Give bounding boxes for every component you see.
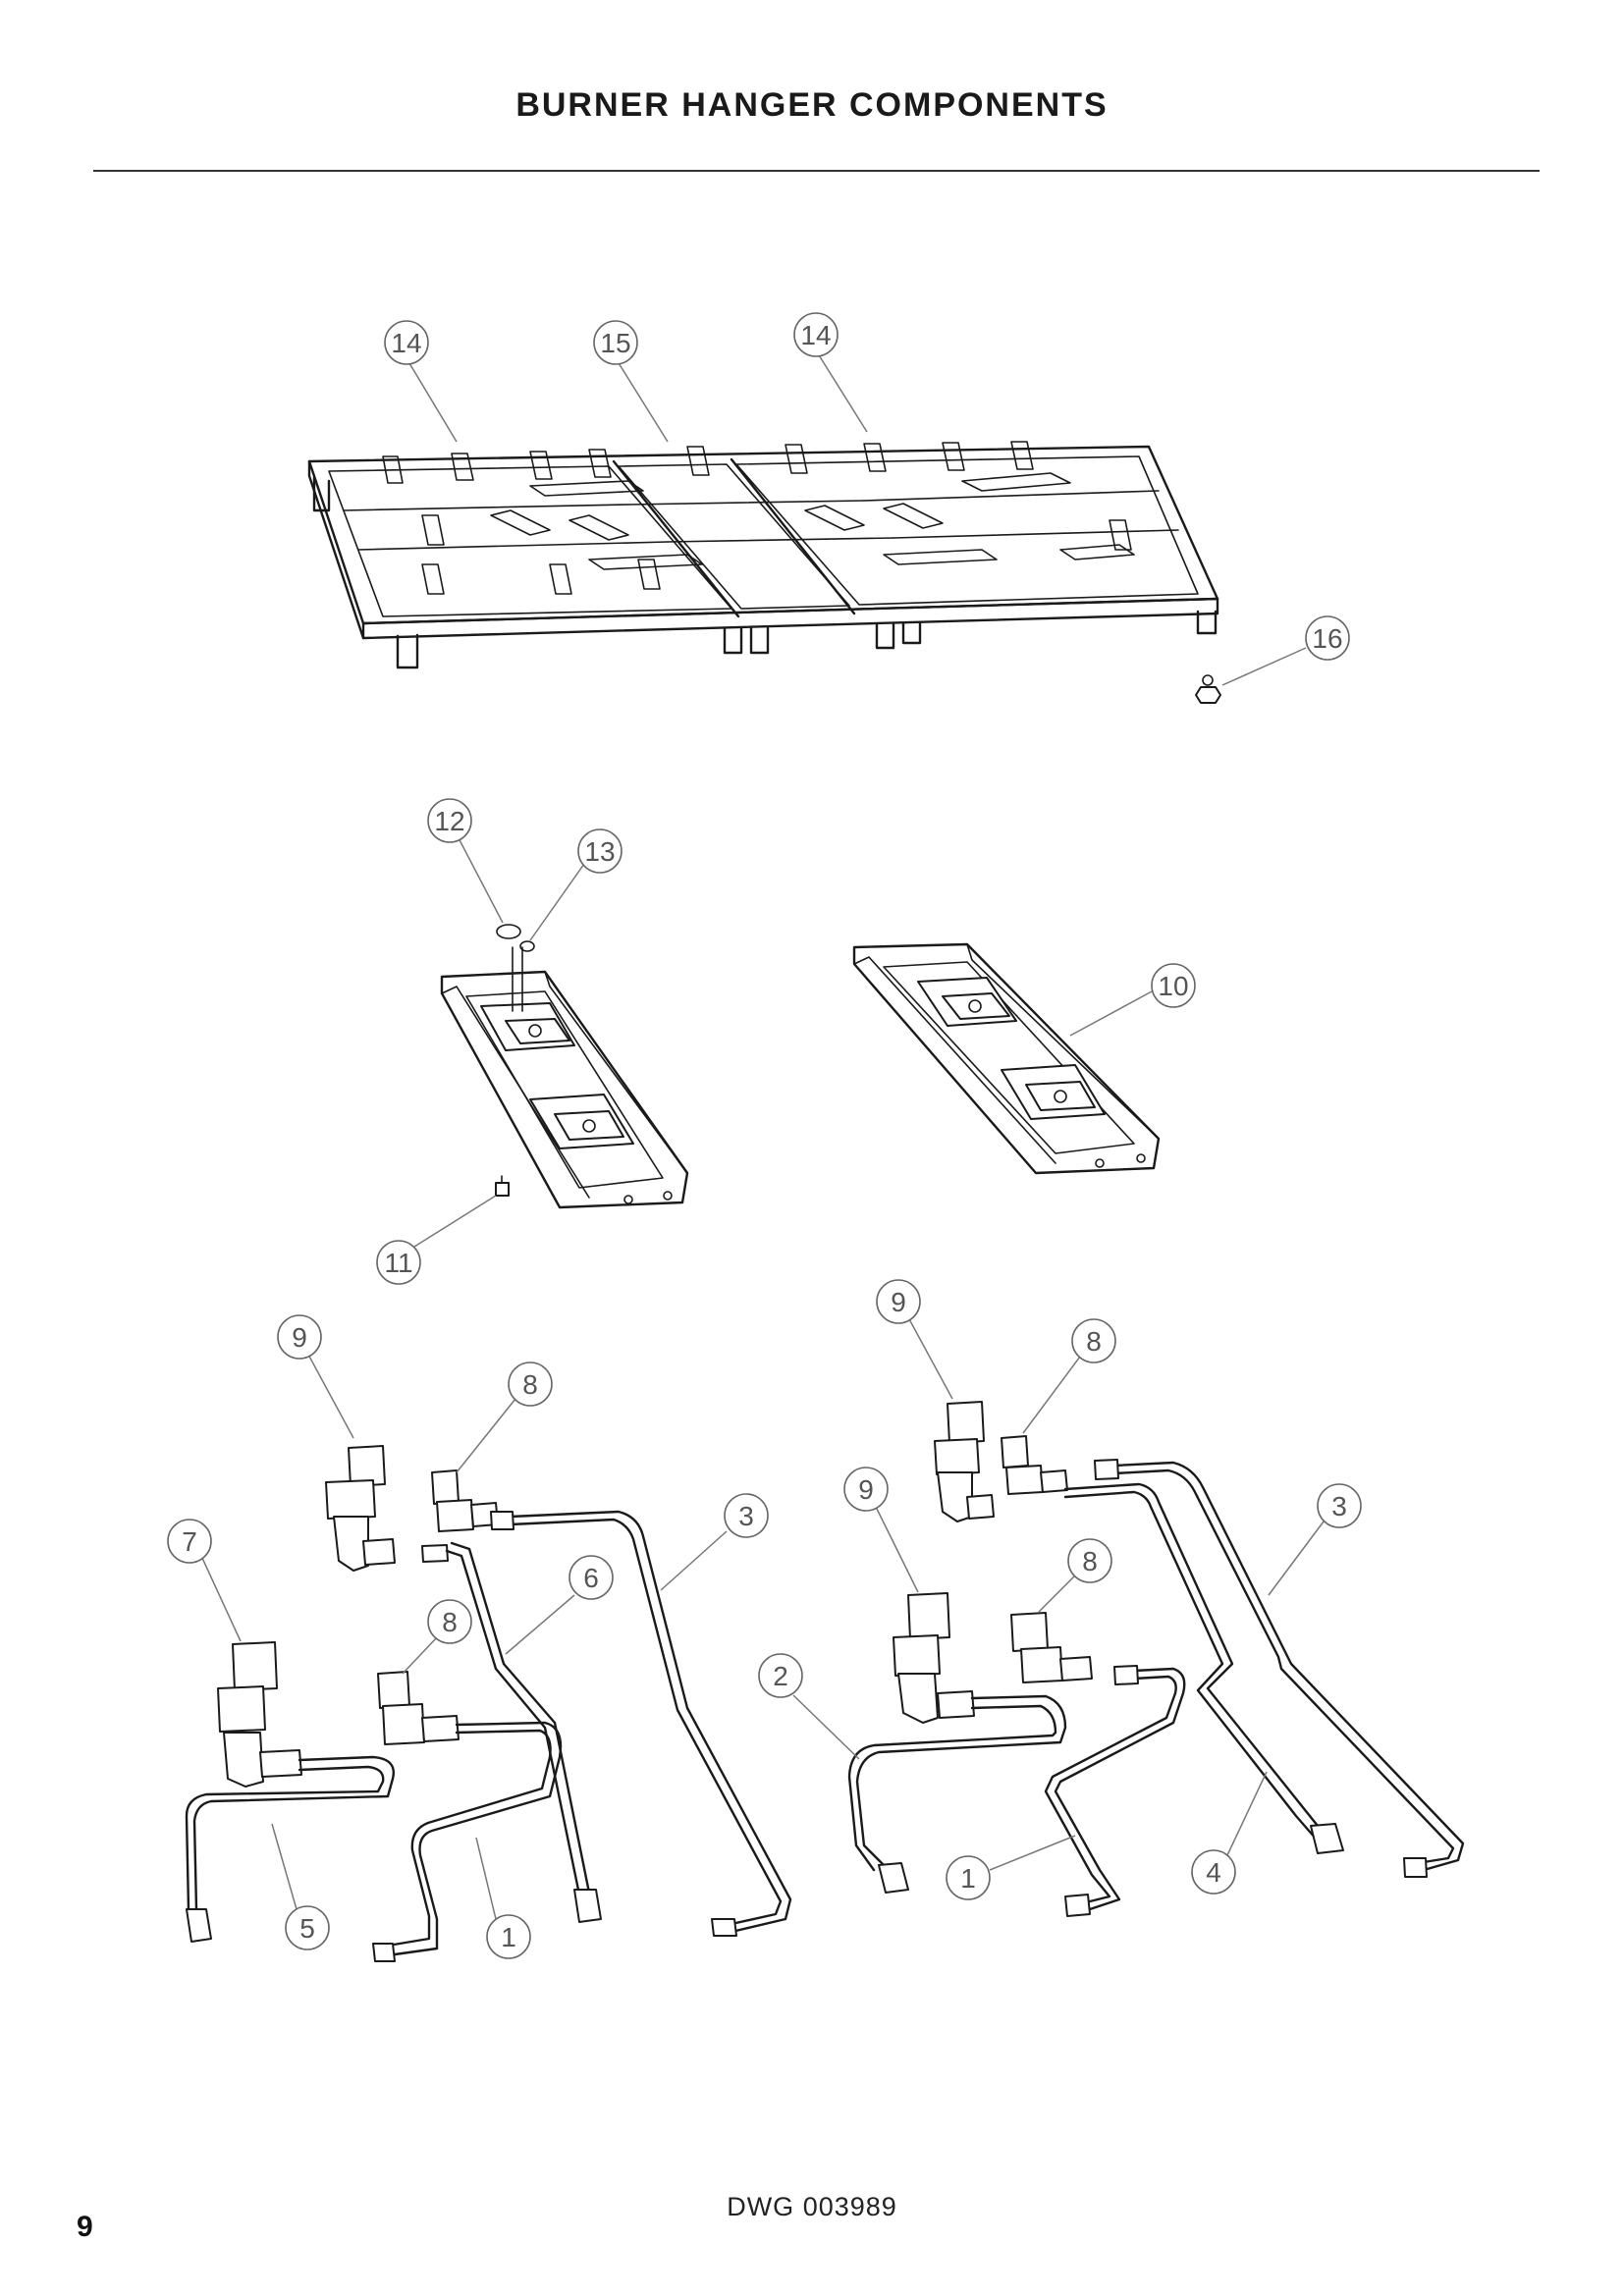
callout-15: 15 <box>593 320 669 443</box>
svg-text:16: 16 <box>1312 623 1342 654</box>
svg-text:9: 9 <box>891 1287 906 1317</box>
callout-2: 2 <box>758 1653 860 1760</box>
callouts: 14 15 14 16 12 13 10 <box>167 312 1362 1959</box>
svg-text:8: 8 <box>442 1607 458 1637</box>
svg-text:7: 7 <box>182 1526 197 1557</box>
callout-3-right: 3 <box>1268 1483 1362 1596</box>
callout-16: 16 <box>1221 615 1350 686</box>
callout-9-right-lower: 9 <box>843 1467 919 1593</box>
svg-text:9: 9 <box>292 1322 307 1353</box>
svg-text:5: 5 <box>299 1913 315 1944</box>
svg-text:3: 3 <box>738 1501 754 1531</box>
callout-3-left: 3 <box>660 1493 769 1591</box>
callout-7: 7 <box>167 1519 242 1642</box>
svg-text:6: 6 <box>583 1563 599 1593</box>
callout-1-left: 1 <box>475 1837 531 1959</box>
title-divider <box>93 170 1540 172</box>
callout-9-right-upper: 9 <box>876 1279 953 1400</box>
burner-hanger-left <box>440 924 689 1209</box>
svg-text:2: 2 <box>773 1661 788 1691</box>
svg-text:1: 1 <box>501 1922 516 1952</box>
callout-10: 10 <box>1069 963 1196 1037</box>
burner-hanger-right <box>852 942 1161 1175</box>
svg-text:8: 8 <box>522 1369 538 1400</box>
callout-4: 4 <box>1191 1771 1268 1895</box>
page-title: BURNER HANGER COMPONENTS <box>515 86 1109 124</box>
burner-grates <box>307 441 1219 669</box>
manifold-assembly-right <box>847 1401 1465 1917</box>
svg-text:13: 13 <box>584 836 615 867</box>
callout-6: 6 <box>505 1555 614 1655</box>
svg-text:10: 10 <box>1158 971 1188 1001</box>
svg-text:4: 4 <box>1206 1857 1221 1888</box>
callout-13: 13 <box>529 828 623 941</box>
svg-text:12: 12 <box>434 806 464 836</box>
svg-text:14: 14 <box>391 328 421 358</box>
callout-1-right: 1 <box>946 1835 1076 1900</box>
svg-text:1: 1 <box>960 1863 976 1894</box>
callout-5: 5 <box>271 1823 330 1950</box>
callout-14-right: 14 <box>793 312 868 433</box>
grate-foot-nut <box>1195 674 1221 704</box>
callout-9-left: 9 <box>277 1314 354 1439</box>
callout-14-left: 14 <box>384 320 458 443</box>
callout-11: 11 <box>376 1195 497 1285</box>
svg-text:14: 14 <box>800 320 831 350</box>
callout-8-right-upper: 8 <box>1022 1318 1116 1434</box>
svg-text:8: 8 <box>1082 1546 1098 1576</box>
callout-12: 12 <box>427 798 504 924</box>
callout-8-left-lower: 8 <box>402 1599 472 1675</box>
svg-text:15: 15 <box>600 328 630 358</box>
callout-8-left-upper: 8 <box>456 1362 553 1473</box>
svg-text:3: 3 <box>1331 1491 1347 1522</box>
drawing-number: DWG 003989 <box>727 2192 897 2221</box>
svg-text:8: 8 <box>1086 1326 1102 1357</box>
manifold-assembly-left <box>185 1445 792 1962</box>
svg-text:11: 11 <box>384 1248 412 1278</box>
svg-text:9: 9 <box>858 1474 874 1505</box>
page-number: 9 <box>77 2211 93 2243</box>
callout-8-right-lower: 8 <box>1038 1538 1112 1613</box>
